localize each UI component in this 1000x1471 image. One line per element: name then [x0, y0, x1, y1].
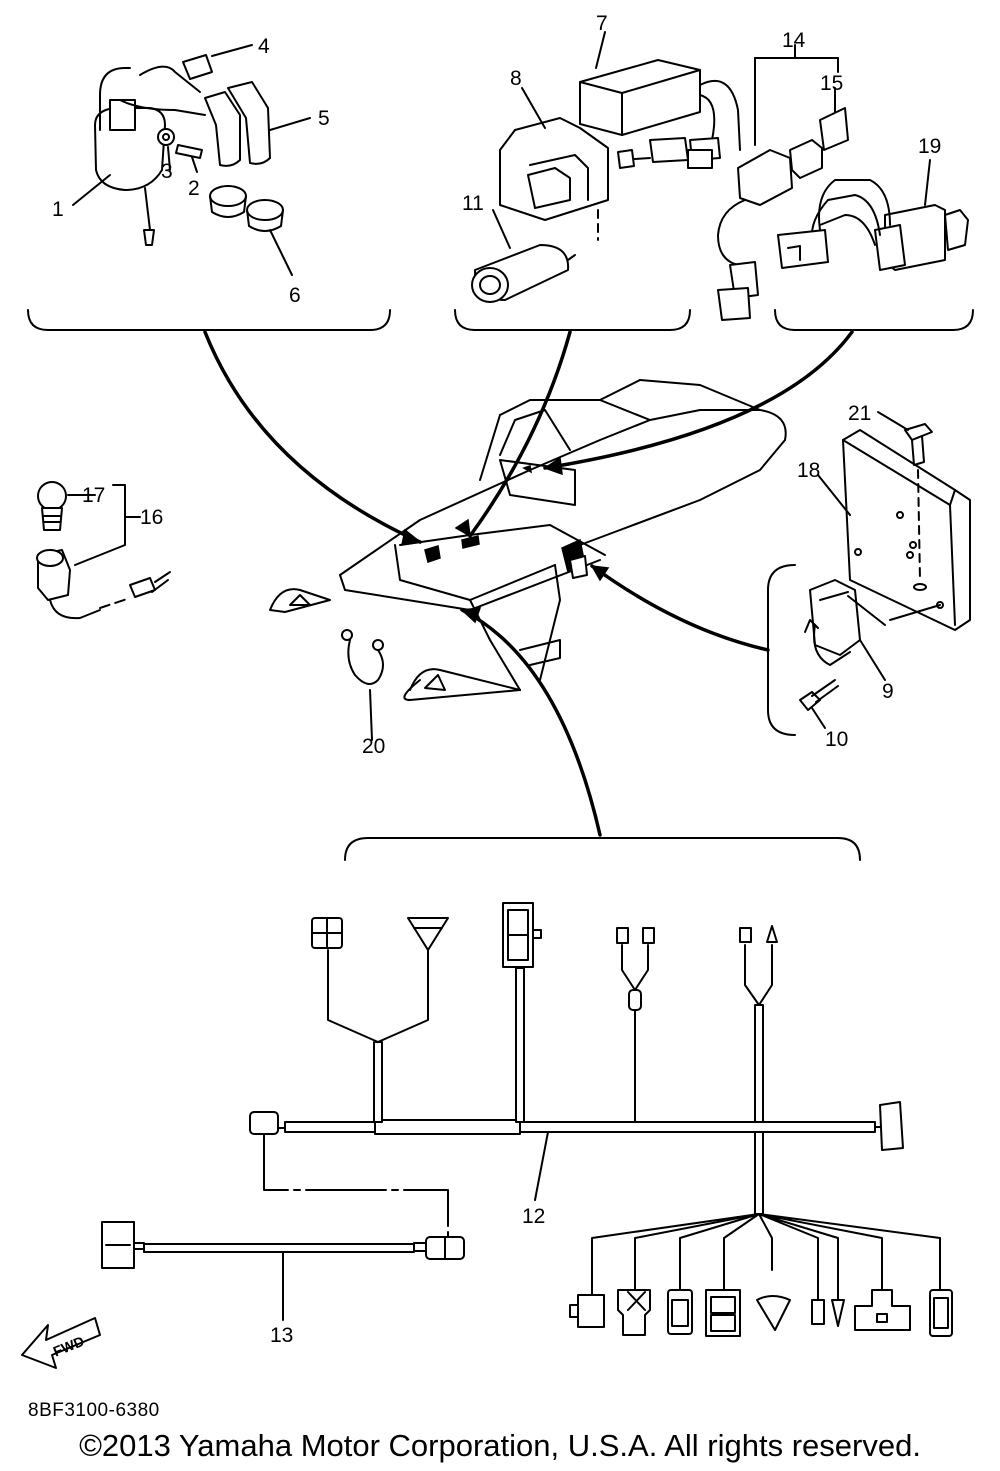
callout-4: 4 [258, 35, 270, 58]
callout-labels: 1 2 3 4 5 6 7 8 9 10 11 12 13 14 15 16 1… [52, 12, 941, 1347]
key [819, 107, 849, 151]
bracket-bolt [904, 423, 933, 441]
callout-7: 7 [596, 12, 608, 35]
bulb [37, 481, 67, 511]
callout-12: 12 [522, 1205, 545, 1228]
callout-10: 10 [825, 728, 848, 751]
cdi-unit [579, 59, 701, 136]
pointer-lines [203, 330, 854, 837]
callout-5: 5 [318, 107, 330, 130]
bracket-group [767, 411, 971, 736]
connector-b [617, 1289, 651, 1336]
washer [157, 128, 175, 146]
callout-15: 15 [820, 72, 843, 95]
part-code: 8BF3100-6380 [28, 1400, 160, 1421]
callout-2: 2 [188, 177, 200, 200]
grommet-upper [209, 185, 247, 207]
plug-cap-right [227, 81, 271, 165]
wire-harness [249, 902, 953, 1337]
connector-f [854, 1289, 911, 1331]
copyright-notice: ©2013 Yamaha Motor Corporation, U.S.A. A… [79, 1428, 921, 1463]
bulb-socket-group [36, 481, 171, 620]
plug-cap-left [204, 91, 241, 167]
harness-end-connector-left [249, 1111, 279, 1135]
callout-6: 6 [289, 284, 301, 307]
rectifier-regulator [809, 579, 861, 656]
switch-group [774, 159, 974, 331]
callout-9: 9 [882, 680, 894, 703]
connector-a [577, 1294, 605, 1328]
cdi-unit-group [454, 31, 849, 331]
connector-g [929, 1289, 953, 1337]
wire-clamp [341, 629, 384, 741]
callout-13: 13 [270, 1324, 293, 1347]
connector-e [756, 1295, 791, 1331]
harness-end-connector-right [879, 1101, 904, 1151]
callout-17: 17 [82, 484, 105, 507]
main-switch [737, 149, 793, 206]
mounting-bracket [842, 429, 971, 631]
callout-19: 19 [918, 135, 941, 158]
callout-14: 14 [782, 29, 806, 52]
callout-16: 16 [140, 506, 163, 529]
callout-18: 18 [797, 459, 820, 482]
forward-arrow: FWD [21, 1317, 101, 1369]
callout-8: 8 [510, 67, 522, 90]
bolt [175, 144, 203, 159]
callout-20: 20 [362, 735, 385, 758]
callout-3: 3 [161, 160, 173, 183]
cable-clip [182, 54, 213, 80]
connector-triangle [407, 917, 449, 951]
sub-harness [101, 1133, 465, 1321]
harness-bracket [344, 837, 861, 861]
ignition-coil-group [27, 44, 391, 331]
grommet-lower [246, 199, 284, 221]
callout-11: 11 [462, 192, 484, 215]
callout-1: 1 [52, 198, 64, 221]
callout-21: 21 [848, 402, 871, 425]
